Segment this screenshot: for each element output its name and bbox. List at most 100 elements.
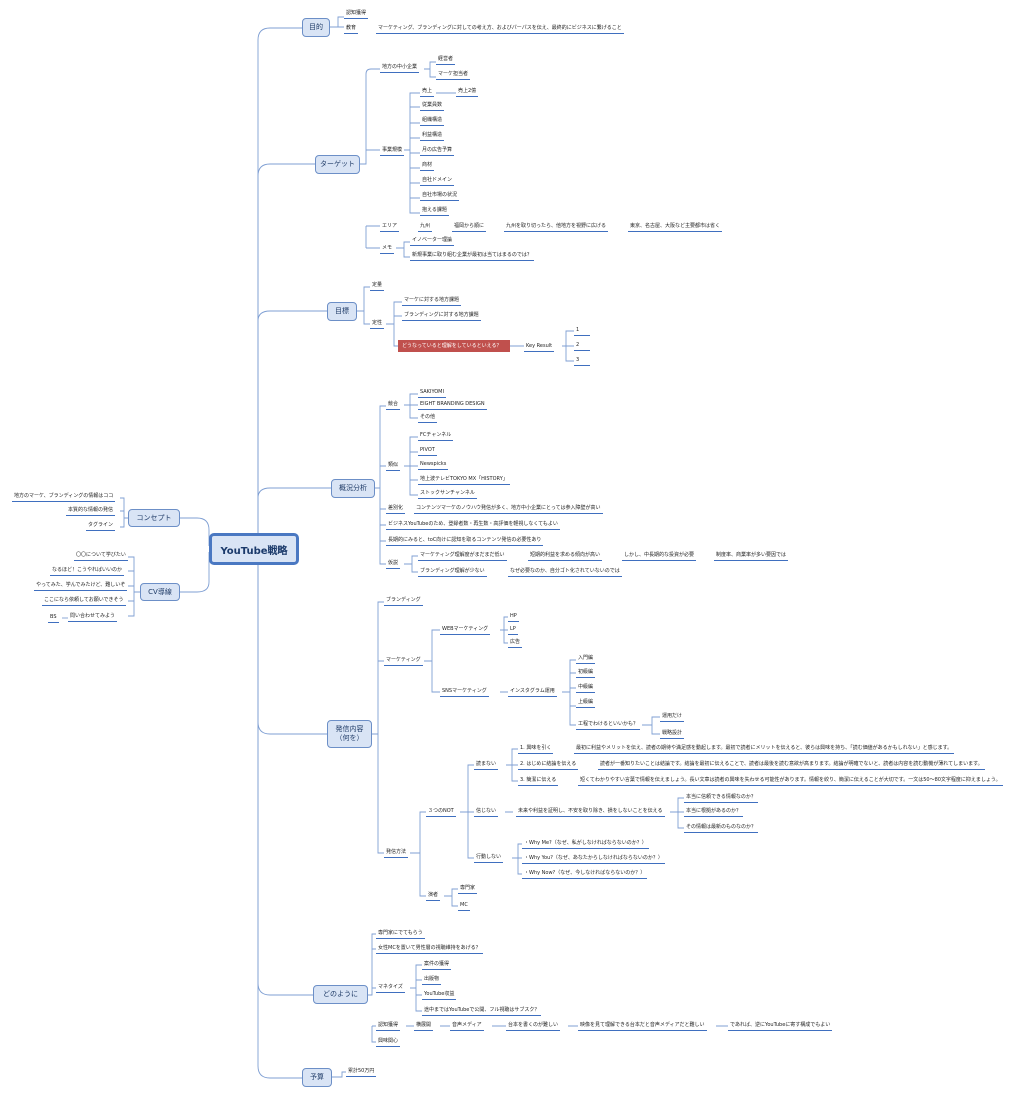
- node-instagram[interactable]: インスタグラム運用: [508, 688, 557, 697]
- node-concept-2[interactable]: 本質的な情報の発信: [66, 507, 116, 516]
- node-hypo-1d[interactable]: 制度率、商業率が多い要因では: [714, 552, 789, 561]
- node-ops-only[interactable]: 運用だけ: [660, 713, 685, 722]
- topic-concept[interactable]: コンセプト: [128, 509, 180, 527]
- node-horizontal[interactable]: 横展開: [414, 1022, 434, 1031]
- node-hypo-1b[interactable]: 短期的利益を求める傾向が高い: [528, 552, 603, 561]
- node-web-item[interactable]: LP: [508, 626, 518, 635]
- node-target-item[interactable]: 抱える課題: [420, 207, 449, 216]
- node-hypo-1c[interactable]: しかし、中長期的な投資が必要: [622, 552, 697, 561]
- node-budget-total[interactable]: 累計50万円: [346, 1068, 377, 1077]
- node-diff-text[interactable]: コンテンツマーケのノウハウ発信が多く、地方中小企業にとっては参入障壁が高い: [414, 505, 603, 514]
- node-sales[interactable]: 売上: [420, 88, 435, 97]
- topic-analysis[interactable]: 概況分析: [331, 479, 375, 498]
- node-monetize-item[interactable]: 途中まではYouTubeで公開、フル視聴はサブスク？: [422, 1007, 542, 1016]
- topic-purpose[interactable]: 目的: [302, 18, 330, 37]
- node-note-1[interactable]: ビジネスYouTubeのため、登録者数・再生数・高評価を軽視しなくてもよい: [386, 521, 560, 530]
- node-insta-level[interactable]: 中級編: [576, 684, 596, 693]
- topic-how[interactable]: どのように: [313, 985, 368, 1004]
- node-branding[interactable]: ブランディング: [384, 597, 423, 606]
- node-why-now[interactable]: ・Why Now?（なぜ、今しなければならないのか？）: [522, 870, 648, 879]
- root-topic[interactable]: YouTube戦略: [209, 533, 299, 565]
- node-similar-item[interactable]: PIVOT: [418, 447, 437, 456]
- node-performer[interactable]: 演者: [426, 892, 441, 901]
- node-target-item[interactable]: 自社市場の状況: [420, 192, 460, 201]
- node-diff[interactable]: 差別化: [386, 505, 406, 514]
- node-read-1[interactable]: 1. 興味を引く: [518, 745, 554, 754]
- node-web-item[interactable]: HP: [508, 613, 519, 622]
- node-target-item[interactable]: 従業員数: [420, 102, 445, 111]
- node-fukuoka[interactable]: 福岡から順に: [452, 223, 487, 232]
- node-kyushu[interactable]: 九州: [418, 223, 433, 232]
- node-interest[interactable]: 興味関心: [376, 1038, 401, 1047]
- topic-goal[interactable]: 目標: [327, 302, 357, 321]
- node-kr-2[interactable]: 2: [574, 342, 590, 351]
- node-concept-3[interactable]: タグライン: [86, 522, 116, 531]
- node-note-2[interactable]: 長期的にみると、toC向けに認知を取るコンテンツ発信の必要性あり: [386, 537, 544, 546]
- node-quant[interactable]: 定量: [370, 282, 385, 291]
- node-script-hard[interactable]: 台本を書くのが難しい: [506, 1022, 561, 1031]
- node-read-2-detail[interactable]: 読者が一番知りたいことは結論です。結論を最初に伝えることで、読者は最後を読む意欲…: [598, 761, 985, 770]
- node-memo[interactable]: メモ: [380, 245, 395, 254]
- node-sns-marketing[interactable]: SNSマーケティング: [440, 688, 489, 697]
- node-education[interactable]: 教育: [344, 25, 359, 34]
- node-br-issue[interactable]: ブランディングに対する地方課題: [402, 312, 481, 321]
- node-monetize-item[interactable]: YouTube収益: [422, 991, 457, 1000]
- node-hypo-2a[interactable]: ブランディング理解が少ない: [418, 568, 487, 577]
- node-insta-level[interactable]: 初級編: [576, 669, 596, 678]
- node-hypo-1a[interactable]: マーケティング理解度がまだまだ低い: [418, 552, 507, 561]
- node-insta-level[interactable]: 上級編: [576, 699, 596, 708]
- node-manager[interactable]: 経営者: [436, 56, 456, 65]
- node-similar-item[interactable]: FCチャンネル: [418, 432, 454, 441]
- node-innovator[interactable]: イノベーター理論: [410, 237, 455, 246]
- node-target-item[interactable]: 商材: [420, 162, 435, 171]
- node-cv-3[interactable]: やってみた、学んでみたけど、難しいぞ: [34, 582, 128, 591]
- node-target-item[interactable]: 組織構造: [420, 117, 445, 126]
- node-cv-4[interactable]: ここになら依頼してお願いできそう: [42, 597, 126, 606]
- node-method[interactable]: 発信方法: [384, 849, 409, 858]
- node-audio[interactable]: 音声メディア: [450, 1022, 484, 1031]
- node-video-hard[interactable]: 映像を見て理解できる台本だと音声メディアだと難しい: [578, 1022, 707, 1031]
- node-read-2[interactable]: 2. はじめに結論を伝える: [518, 761, 579, 770]
- node-key-result[interactable]: Key Result: [524, 343, 555, 352]
- node-sme[interactable]: 地方の中小企業: [380, 64, 420, 73]
- node-monetize[interactable]: マネタイズ: [376, 984, 405, 993]
- node-hypothesis[interactable]: 仮説: [386, 560, 401, 569]
- node-hypo-2b[interactable]: なぜ必要なのか、自分ゴト化されていないのでは: [508, 568, 622, 577]
- node-read-3-detail[interactable]: 短くてわかりやすい言葉で情報を伝えましょう。長い文章は読者の興味を失わせる可能性…: [578, 777, 1003, 786]
- topic-budget[interactable]: 予算: [302, 1068, 332, 1087]
- node-process-split[interactable]: 工程でわけるといいかも？: [576, 721, 641, 730]
- node-cv-5[interactable]: 問い合わせてみよう: [68, 613, 118, 622]
- node-bs[interactable]: BS: [48, 614, 59, 623]
- node-similar-item[interactable]: 地上波テレビTOKYO MX「HISTORY」: [418, 476, 510, 485]
- node-competitor[interactable]: EIGHT BRANDING DESIGN: [418, 401, 487, 410]
- node-not-read[interactable]: 読まない: [474, 761, 499, 770]
- node-target-item[interactable]: 月の広告予算: [420, 147, 455, 156]
- node-big-cities[interactable]: 東京、名古屋、大阪など主要都市は省く: [628, 223, 723, 232]
- node-kr-1[interactable]: 1: [574, 327, 590, 336]
- node-believe-2[interactable]: 本当に根拠があるのか？: [684, 808, 744, 817]
- node-web-marketing[interactable]: WEBマーケティング: [440, 626, 491, 635]
- node-competitor[interactable]: その他: [418, 414, 438, 423]
- node-mkt-owner[interactable]: マーケ担当者: [436, 71, 471, 80]
- node-not-act[interactable]: 行動しない: [474, 854, 504, 863]
- node-read-1-detail[interactable]: 最初に利益やメリットを伝え、読者の期待や満足感を動起します。最初で読者にメリット…: [574, 745, 955, 754]
- node-marketing[interactable]: マーケティング: [384, 657, 423, 666]
- node-believe-3[interactable]: その情報は最新のものなのか？: [684, 824, 759, 833]
- node-mk-issue[interactable]: マーケに対する地方課題: [402, 297, 462, 306]
- node-strategy-design[interactable]: 戦略設計: [660, 730, 685, 739]
- node-qual[interactable]: 定性: [370, 320, 385, 329]
- node-monetize-item[interactable]: 案件の獲得: [422, 961, 452, 970]
- node-expand[interactable]: 九州を取り切ったら、他地方を視野に広げる: [504, 223, 609, 232]
- node-compete[interactable]: 競合: [386, 401, 401, 410]
- node-cv-2[interactable]: なるほど！こうやればいいのか: [50, 567, 125, 576]
- node-not-believe[interactable]: 信じない: [474, 808, 499, 817]
- node-kr-3[interactable]: 3: [574, 357, 590, 366]
- node-similar[interactable]: 類似: [386, 462, 401, 471]
- node-how-awareness[interactable]: 認知獲得: [376, 1022, 401, 1031]
- node-state-question[interactable]: どうなっていると理解をしているといえる？: [398, 340, 510, 352]
- node-memo-text[interactable]: 新規事業に取り組む企業が最初は当てはまるのでは？: [410, 252, 534, 261]
- node-target-item[interactable]: 自社ドメイン: [420, 177, 455, 186]
- node-read-3[interactable]: 3. 簡潔に伝える: [518, 777, 559, 786]
- topic-target[interactable]: ターゲット: [315, 155, 360, 174]
- node-monetize-item[interactable]: 出版物: [422, 976, 442, 985]
